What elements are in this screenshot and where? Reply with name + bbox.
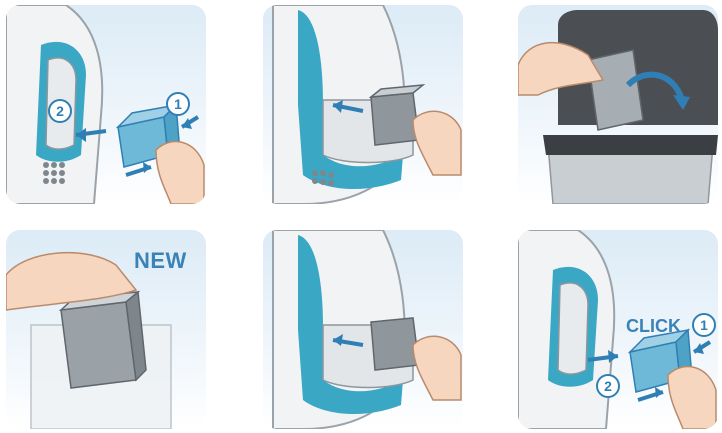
click-label: CLICK [626,316,681,337]
step-marker-1: 1 [692,313,716,337]
step-2-pull-cartridge [263,5,463,204]
step-marker-1: 1 [166,92,190,116]
step-marker-2: 2 [48,99,72,123]
step-5-insert-cartridge [263,230,463,429]
step-1-remove-cartridge: 2 1 [6,5,206,204]
new-label: NEW [134,248,187,274]
step-5-illustration [263,230,463,429]
step-4-new-cartridge: NEW [6,230,206,429]
step-6-illustration [518,230,718,429]
step-6-click-cartridge: CLICK 1 2 [518,230,718,429]
step-3-discard-cartridge [518,5,718,204]
step-3-illustration [518,5,718,204]
step-2-illustration [263,5,463,204]
step-marker-2: 2 [596,374,620,398]
